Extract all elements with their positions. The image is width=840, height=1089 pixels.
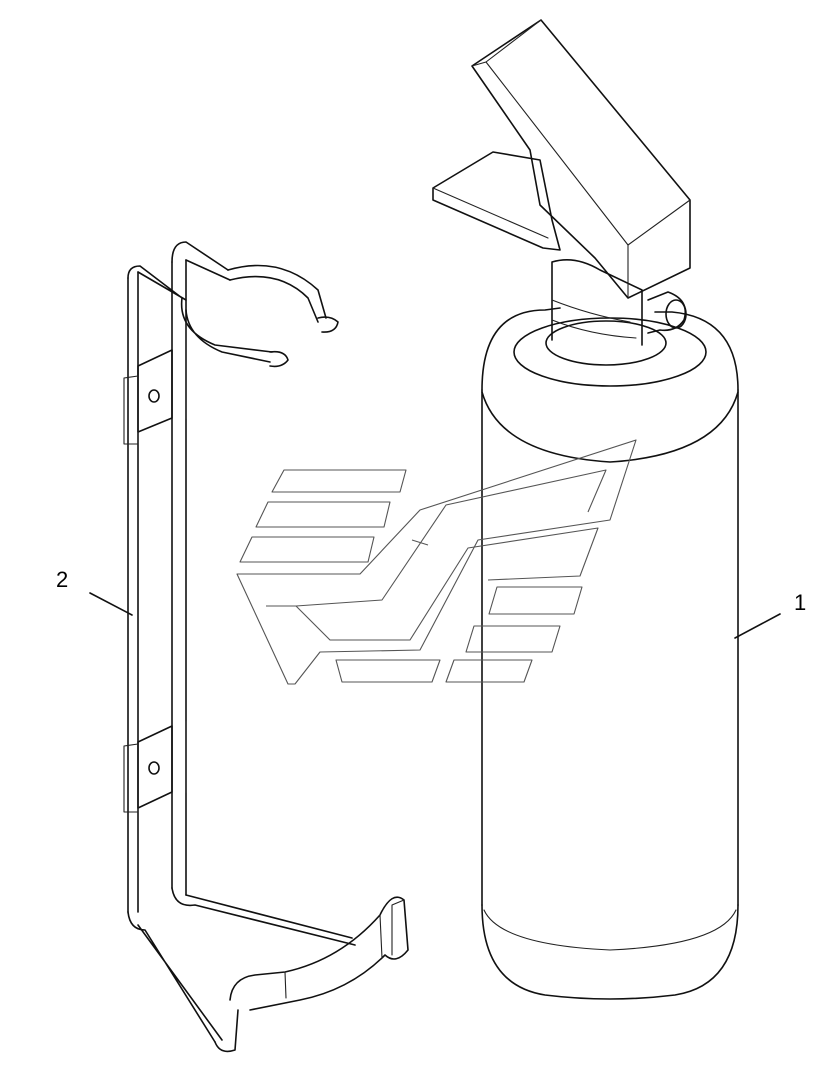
clamp-arc-front xyxy=(180,297,273,363)
mounting-plate-upper xyxy=(137,349,173,433)
clamp-arc-rear xyxy=(227,264,327,323)
neck-ellipse xyxy=(545,320,667,366)
callout-1-leader xyxy=(734,613,781,639)
lever-top xyxy=(471,19,691,299)
lever-bottom xyxy=(432,151,561,251)
valve-side-knob xyxy=(647,291,687,334)
extinguisher-top-ring xyxy=(481,391,739,463)
callout-1-label: 1 xyxy=(794,590,807,615)
callout-2-label: 2 xyxy=(56,567,69,592)
extinguisher-shoulder xyxy=(481,307,739,391)
bracket-right-rod xyxy=(171,259,187,896)
fire-extinguisher xyxy=(432,19,739,1000)
callout-2-leader xyxy=(89,592,133,616)
bracket-bottom-left-arm xyxy=(127,911,223,1043)
extinguisher-body xyxy=(481,389,739,906)
mounting-bracket xyxy=(123,241,409,1053)
extinguisher-bottom xyxy=(481,904,739,1000)
bracket-left-rod xyxy=(127,271,139,913)
bracket-cradle-arc xyxy=(229,896,409,1011)
watermark-logo xyxy=(236,439,637,685)
mounting-plate-lower xyxy=(137,725,173,809)
valve-neck xyxy=(551,259,643,346)
bracket-bottom-right-arm xyxy=(171,887,356,946)
